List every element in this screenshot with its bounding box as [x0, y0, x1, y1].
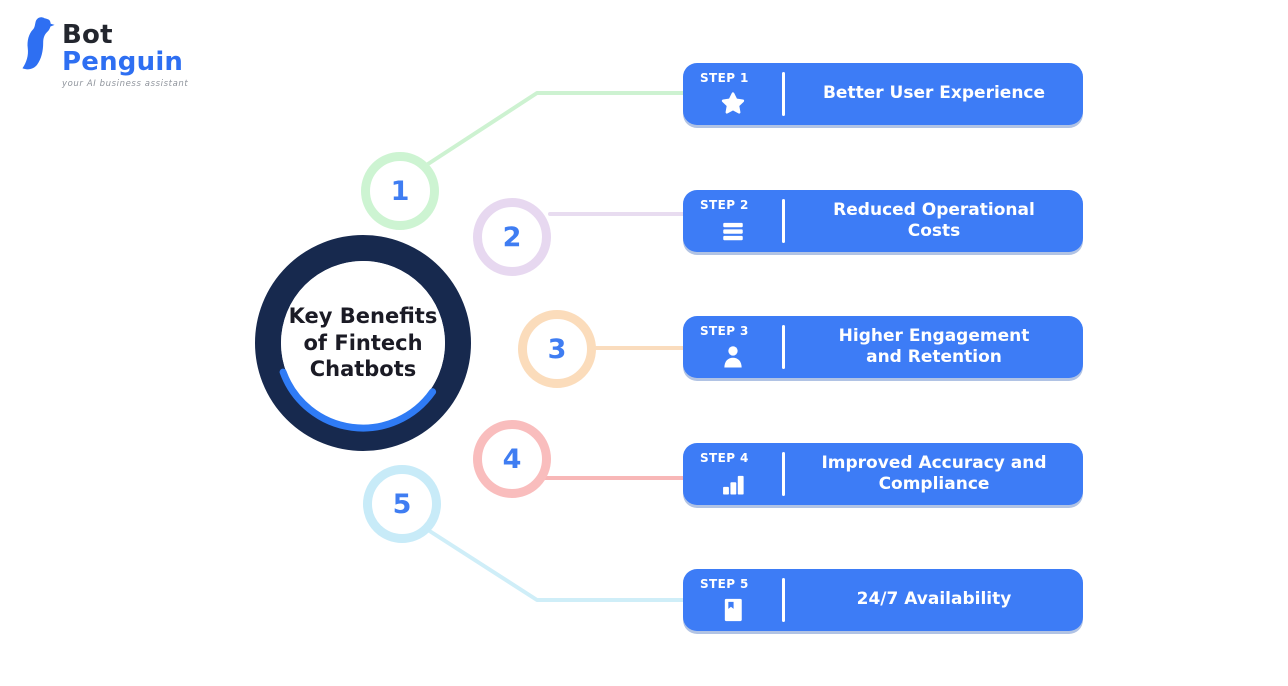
step-label: STEP 4	[700, 451, 749, 465]
number-circle-4: 4	[473, 420, 551, 498]
step-card: STEP 5 24/7 Availability	[683, 569, 1083, 631]
logo-text-bot: Bot	[62, 20, 113, 50]
document-icon	[683, 594, 782, 626]
card-divider	[782, 72, 785, 116]
circle-number: 5	[392, 488, 412, 520]
circle-number: 4	[502, 443, 522, 475]
logo-tagline: your AI business assistant	[62, 79, 189, 90]
connector-line-1	[426, 91, 702, 166]
number-circle-3: 3	[518, 310, 596, 388]
step-card: STEP 2 Reduced Operational Costs	[683, 190, 1083, 252]
circle-number: 2	[502, 221, 522, 253]
list-icon	[683, 215, 782, 247]
step-card-left: STEP 2	[683, 190, 782, 252]
card-divider	[782, 578, 785, 622]
step-card: STEP 1 Better User Experience	[683, 63, 1083, 125]
step-label: STEP 5	[700, 577, 749, 591]
step-card-left: STEP 3	[683, 316, 782, 378]
connector-line-5	[426, 528, 702, 602]
step-card-left: STEP 4	[683, 443, 782, 505]
medallion-accent-arc	[279, 368, 437, 432]
step-title: Better User Experience	[822, 83, 1046, 104]
step-card-left: STEP 5	[683, 569, 782, 631]
card-divider	[782, 325, 785, 369]
person-icon	[683, 341, 782, 373]
penguin-logo-icon	[22, 17, 55, 70]
circle-number: 1	[390, 175, 410, 207]
step-card-left: STEP 1	[683, 63, 782, 125]
step-label: STEP 3	[700, 324, 749, 338]
step-card: STEP 3 Higher Engagement and Retention	[683, 316, 1083, 378]
card-divider	[782, 199, 785, 243]
circle-number: 3	[547, 333, 567, 365]
diagram-title: Key Benefits of Fintech Chatbots	[288, 303, 438, 382]
star-icon	[683, 88, 782, 120]
step-title: 24/7 Availability	[856, 589, 1012, 610]
botpenguin-logo: Bot Penguin your AI business assistant	[20, 16, 188, 89]
medallion-ring	[255, 235, 471, 451]
step-card: STEP 4 Improved Accuracy and Compliance	[683, 443, 1083, 505]
step-label: STEP 1	[700, 71, 749, 85]
step-label: STEP 2	[700, 198, 749, 212]
number-circle-5: 5	[363, 465, 441, 543]
step-title: Higher Engagement and Retention	[838, 325, 1030, 367]
bar-chart-icon	[683, 468, 782, 500]
number-circle-2: 2	[473, 198, 551, 276]
card-divider	[782, 452, 785, 496]
step-title: Improved Accuracy and Compliance	[821, 452, 1047, 494]
logo-text-penguin: Penguin	[62, 46, 184, 77]
central-medallion: Key Benefits of Fintech Chatbots	[253, 233, 473, 453]
number-circle-1: 1	[361, 152, 439, 230]
step-title: Reduced Operational Costs	[833, 199, 1035, 241]
